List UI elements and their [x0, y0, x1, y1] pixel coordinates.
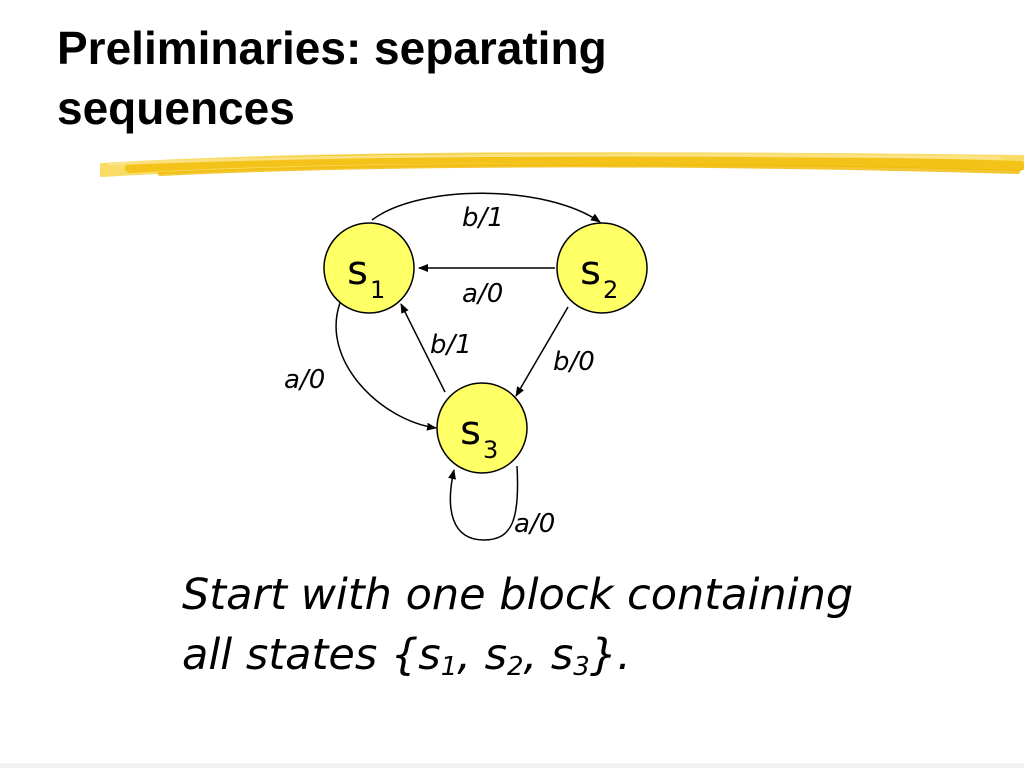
label-s3-s3: a/0: [514, 509, 555, 539]
edge-s3-s3-a0: [448, 465, 519, 541]
slide-title-line2: sequences: [57, 82, 295, 134]
label-s2-s3: b/0: [553, 347, 595, 377]
slide-title-line1: Preliminaries: separating: [57, 22, 607, 74]
label-s1-s2: b/1: [462, 203, 504, 233]
edge-s1-s3-a0: [335, 302, 437, 431]
state-s1-name: s: [347, 248, 368, 294]
label-s2-s1: a/0: [462, 279, 503, 309]
edge-s2-s3-b0: [515, 306, 569, 397]
state-s3-sub: 3: [483, 436, 498, 464]
state-s2: s 2: [556, 222, 648, 314]
highlighter-stroke: [100, 152, 1024, 177]
state-s1-sub: 1: [370, 276, 385, 304]
label-s1-s3: a/0: [284, 365, 325, 395]
label-s3-s1: b/1: [430, 330, 472, 360]
caption-line1: Start with one block containing: [182, 570, 854, 620]
caption: Start with one block containing all stat…: [182, 565, 853, 697]
state-s2-sub: 2: [603, 276, 618, 304]
caption-line2: all states {s1, s2, s3}.: [182, 630, 631, 682]
state-s3-name: s: [460, 408, 481, 454]
edge-s1-s2-b1: [371, 192, 601, 223]
state-s3: s 3: [436, 382, 528, 474]
state-s2-name: s: [580, 248, 601, 294]
bottom-rule: [0, 763, 1024, 768]
slide-title: Preliminaries: separating sequences: [57, 18, 607, 138]
state-s1: s 1: [323, 222, 415, 314]
edge-s3-s1-b1: [400, 303, 446, 393]
